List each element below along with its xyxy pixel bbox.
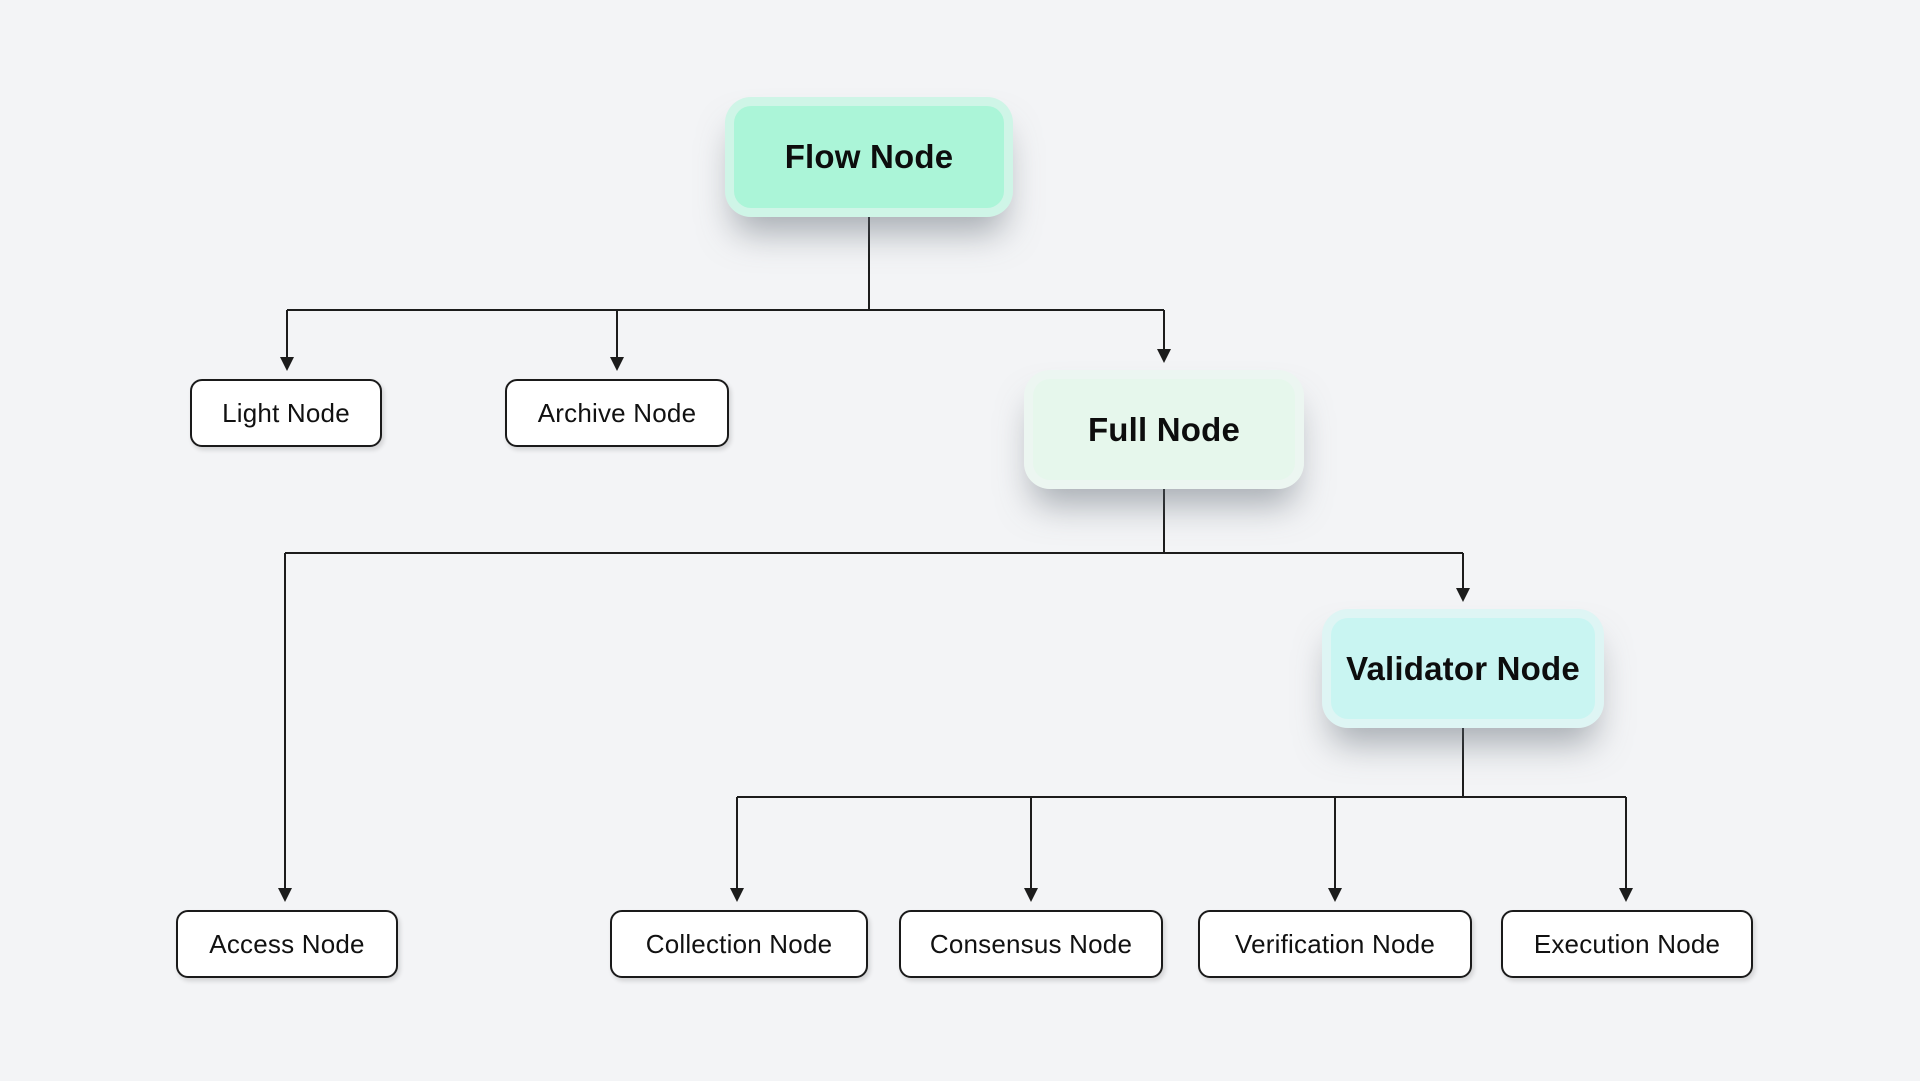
arrowhead-verification	[1328, 888, 1342, 902]
node-execution-label: Execution Node	[1533, 928, 1721, 959]
edge-flow-branch	[280, 217, 1171, 371]
node-consensus-label: Consensus Node	[929, 928, 1133, 959]
arrowhead-archive	[610, 357, 624, 371]
arrowhead-full	[1157, 349, 1171, 363]
node-validator-fill: Validator Node	[1331, 618, 1595, 719]
node-execution[interactable]: Execution Node	[1501, 910, 1753, 978]
arrowhead-validator	[1456, 588, 1470, 602]
node-archive-label: Archive Node	[537, 397, 697, 428]
node-full-fill: Full Node	[1033, 379, 1295, 480]
node-light[interactable]: Light Node	[190, 379, 382, 447]
node-collection-label: Collection Node	[645, 928, 833, 959]
node-light-label: Light Node	[222, 397, 350, 428]
node-archive[interactable]: Archive Node	[505, 379, 729, 447]
node-collection[interactable]: Collection Node	[610, 910, 868, 978]
edge-validator-branch	[730, 728, 1633, 902]
arrowhead-consensus	[1024, 888, 1038, 902]
node-flow[interactable]: Flow Node	[725, 97, 1013, 217]
node-flow-label: Flow Node	[784, 138, 954, 175]
node-verification-label: Verification Node	[1235, 928, 1435, 959]
arrowhead-access	[278, 888, 292, 902]
node-access-label: Access Node	[209, 928, 365, 959]
arrowhead-light	[280, 357, 294, 371]
node-flow-fill: Flow Node	[734, 106, 1004, 208]
edge-full-branch	[278, 489, 1470, 902]
node-validator[interactable]: Validator Node	[1322, 609, 1604, 728]
node-full[interactable]: Full Node	[1024, 370, 1304, 489]
node-full-label: Full Node	[1087, 410, 1241, 448]
arrowhead-execution	[1619, 888, 1633, 902]
arrowhead-collection	[730, 888, 744, 902]
node-verification[interactable]: Verification Node	[1198, 910, 1472, 978]
node-access[interactable]: Access Node	[176, 910, 398, 978]
node-consensus[interactable]: Consensus Node	[899, 910, 1163, 978]
node-validator-label: Validator Node	[1346, 649, 1580, 687]
